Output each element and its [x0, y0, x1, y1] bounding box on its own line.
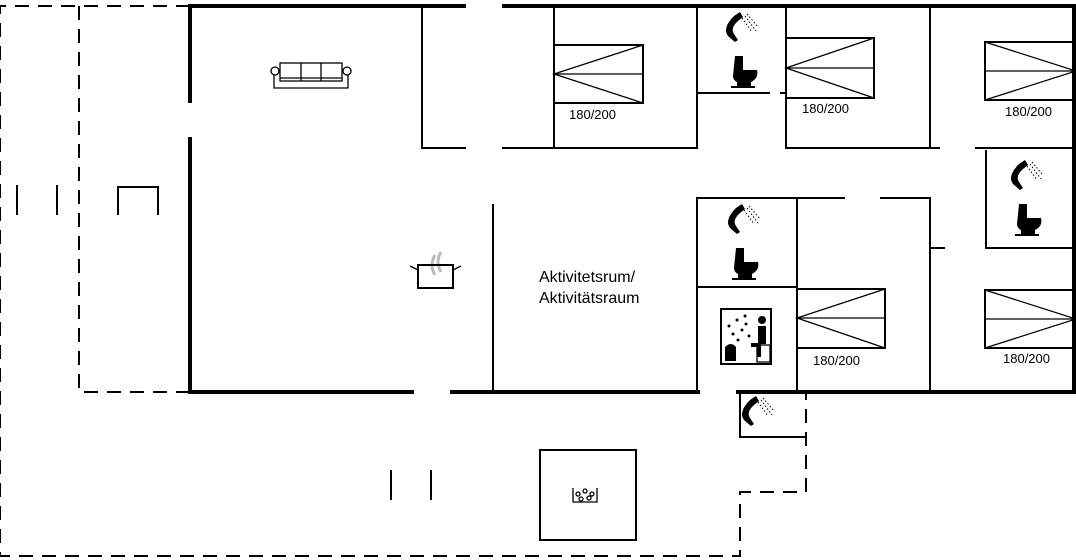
- shower-icon: [741, 395, 775, 427]
- bed-5: 180/200: [984, 289, 1076, 366]
- toilet-icon: [731, 56, 758, 88]
- hot-tub-icon: [539, 449, 637, 541]
- toilet-icon: [732, 248, 759, 280]
- shower-icon: [727, 203, 761, 235]
- bed-2: 180/200: [783, 37, 875, 116]
- exterior-walls: [188, 4, 1076, 394]
- bed-size-label: 180/200: [1003, 351, 1050, 366]
- bed-size-label: 180/200: [802, 101, 849, 116]
- activity-room-label-de: Aktivitätsraum: [539, 290, 639, 307]
- bed-size-label: 180/200: [813, 353, 860, 368]
- bed-3: 180/200: [984, 41, 1076, 119]
- sauna-icon: [720, 308, 772, 365]
- activity-room-label: Aktivitetsrum/: [539, 269, 636, 286]
- bed-4: 180/200: [794, 288, 886, 368]
- bed-size-label: 180/200: [569, 107, 616, 122]
- bed-1: 180/200: [551, 44, 644, 122]
- terrace-marks: [16, 185, 432, 500]
- cooking-pot-icon: [409, 251, 462, 289]
- shower-icon: [725, 11, 759, 43]
- bed-size-label: 180/200: [1005, 104, 1052, 119]
- shower-icon: [1010, 159, 1044, 191]
- terrace-outline: [0, 5, 807, 557]
- toilet-icon: [1015, 204, 1042, 236]
- sofa-icon: [270, 62, 352, 89]
